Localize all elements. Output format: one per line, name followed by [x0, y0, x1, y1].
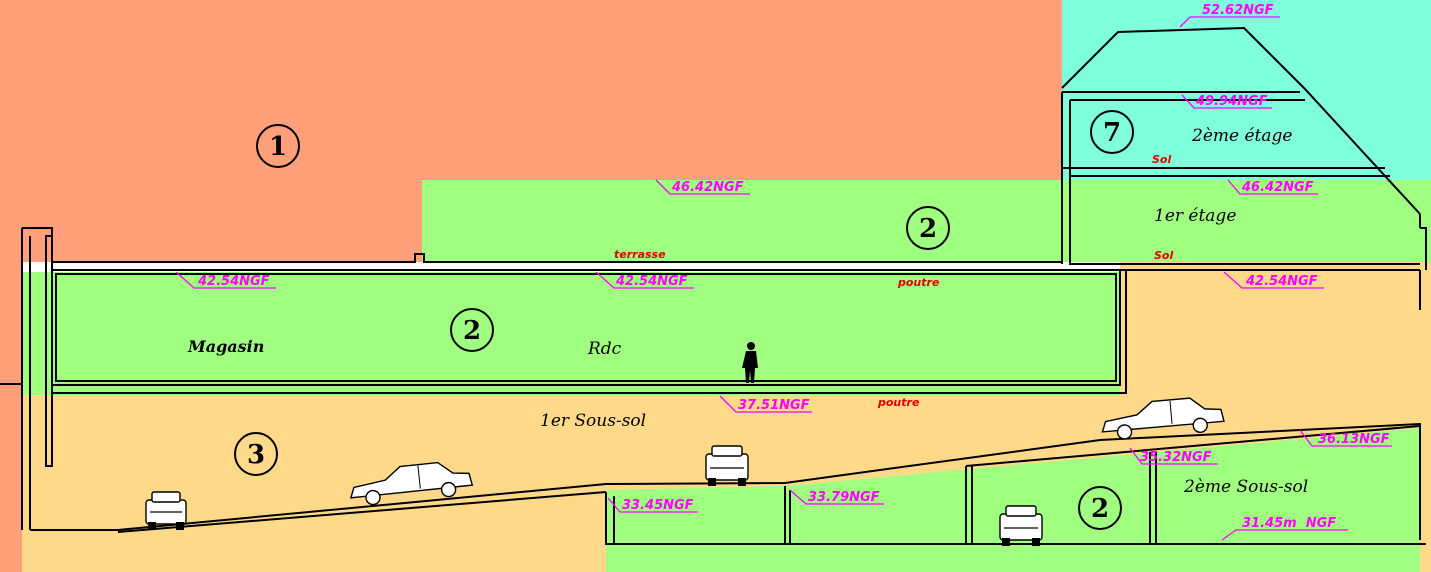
notes: terrasse poutre poutre Sol Sol [614, 153, 1173, 409]
room-labels: Magasin Rdc 1er Sous-sol 2ème Sous-sol 1… [187, 126, 1308, 497]
zone-markers: 1 2 2 3 7 2 [234, 110, 1134, 530]
zone-marker-1: 1 [256, 124, 300, 168]
level-second-floor: 49.94NGF [1195, 94, 1268, 109]
note-poutre-bottom: poutre [877, 396, 920, 409]
zone-marker-2-basement: 2 [1078, 486, 1122, 530]
level-basement2-floor: 31.45m NGF [1242, 516, 1336, 531]
room-first-floor: 1er étage [1154, 206, 1236, 226]
level-first-floor: 46.42NGF [1241, 180, 1314, 195]
level-ramp-mid: 35.32NGF [1140, 450, 1212, 465]
room-second-basement: 2ème Sous-sol [1183, 477, 1308, 497]
car-front-left [145, 491, 187, 530]
level-leaders [175, 16, 1392, 541]
note-poutre-top: poutre [897, 276, 940, 289]
room-magasin: Magasin [187, 337, 264, 356]
zone-2-right-area [1062, 180, 1431, 262]
room-second-floor: 2ème étage [1191, 126, 1292, 146]
level-slab-mid: 42.54NGF [615, 274, 688, 289]
level-ground-floor-base: 37.51NGF [738, 398, 810, 413]
zone-marker-2-rdc: 2 [450, 308, 494, 352]
level-slab-left: 42.54NGF [197, 274, 270, 289]
car-front-basement [999, 505, 1043, 546]
room-rdc: Rdc [587, 339, 622, 359]
room-first-basement: 1er Sous-sol [540, 411, 646, 431]
zone-2-upper-area [422, 180, 1062, 262]
zone-number: 2 [463, 316, 481, 346]
zone-marker-3: 3 [234, 432, 278, 476]
person-figure [742, 342, 758, 383]
zone-marker-7: 7 [1090, 110, 1134, 154]
zone-1-area [0, 0, 1062, 572]
level-slab-right: 42.54NGF [1245, 274, 1318, 289]
car-side-ramp [349, 461, 474, 506]
zone-number: 2 [919, 214, 937, 244]
car-front-ramp [705, 445, 749, 486]
zone-2-rdc-area [22, 272, 1120, 395]
zone-number: 2 [1091, 494, 1109, 524]
zone-marker-2-upper: 2 [906, 206, 950, 250]
zone-number: 3 [247, 440, 265, 470]
note-terrasse: terrasse [614, 248, 666, 261]
level-labels: 52.62NGF 49.94NGF 46.42NGF 46.42NGF 42.5… [197, 3, 1390, 531]
level-terrace: 46.42NGF [671, 180, 744, 195]
level-ramp-top: 36.13NGF [1318, 432, 1390, 447]
note-sol-lower: Sol [1154, 249, 1173, 262]
structure [0, 26, 1427, 545]
car-side-upper [1101, 397, 1225, 440]
zone-number: 1 [269, 132, 287, 162]
level-roof-top: 52.62NGF [1202, 3, 1274, 18]
zone-7-area [1062, 0, 1431, 180]
level-basement2-b: 33.79NGF [808, 490, 880, 505]
note-sol-upper: Sol [1152, 153, 1171, 166]
level-basement2-a: 33.45NGF [622, 498, 694, 513]
zone-number: 7 [1103, 118, 1121, 148]
